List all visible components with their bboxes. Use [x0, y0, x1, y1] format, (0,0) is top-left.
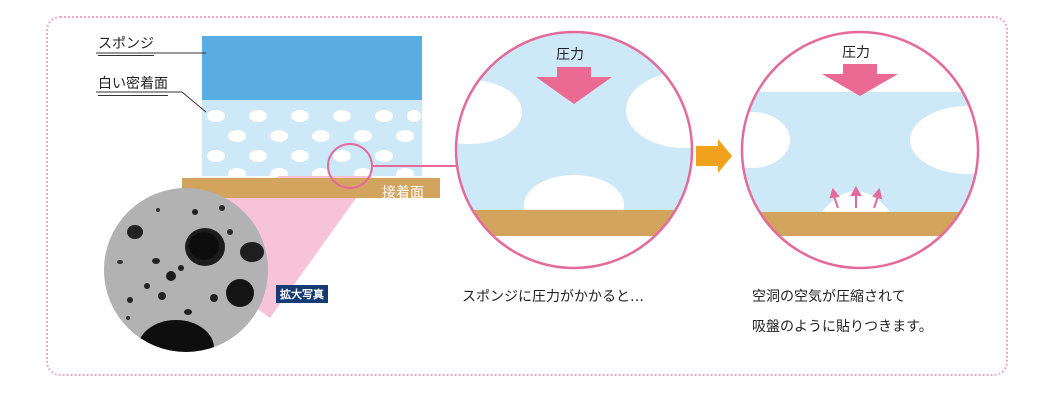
compression-arrows	[829, 185, 883, 209]
label-sponge: スポンジ	[98, 33, 154, 56]
magnify-circle-after	[740, 30, 980, 270]
caption-right-line2: 吸盤のように貼りつきます。	[752, 319, 933, 335]
label-pressure-left: 圧力	[556, 47, 584, 63]
magnified-photo	[104, 188, 268, 352]
caption-right-line1: 空洞の空気が圧縮されて	[752, 289, 906, 305]
pressure-arrow-right	[822, 64, 898, 96]
caption-left: スポンジに圧力がかかると…	[462, 289, 644, 305]
transition-arrow	[696, 139, 732, 173]
diagram-frame	[46, 16, 1008, 376]
label-pressure-right: 圧力	[842, 45, 870, 61]
sponge-layer	[202, 36, 422, 100]
pressure-arrow-left	[536, 67, 612, 104]
magnify-circle-before	[454, 30, 694, 270]
magnified-photo-badge: 拡大写真	[276, 285, 328, 303]
label-white-surface: 白い密着面	[98, 73, 168, 96]
white-surface-layer	[202, 100, 422, 176]
label-adhesion-surface: 接着面	[382, 185, 424, 201]
adhesion-layer	[182, 178, 440, 198]
